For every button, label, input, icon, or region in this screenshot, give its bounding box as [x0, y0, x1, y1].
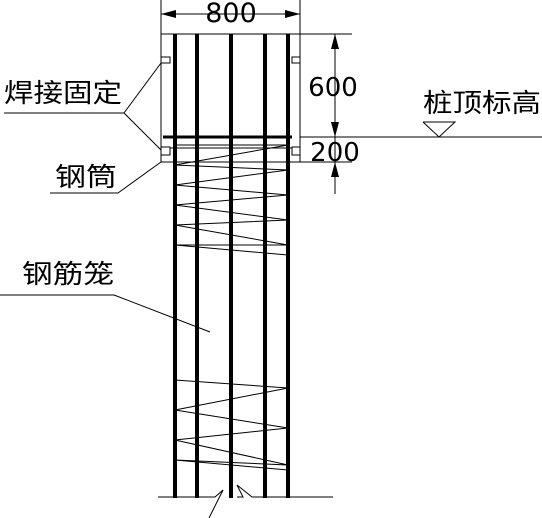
- width-arrow-left: [161, 10, 176, 18]
- rebar-cage-leader: [113, 294, 211, 333]
- dim-arrow-mid-up: [331, 122, 339, 137]
- weld-plate-left-bottom: [160, 146, 171, 156]
- break-left: [158, 489, 224, 518]
- rebar-cage-label: 钢筋笼: [22, 260, 114, 290]
- rebar-cage-callout: 钢筋笼: [0, 260, 211, 333]
- height-dimensions: 600 200: [300, 33, 360, 194]
- weld-plate-right-top: [291, 56, 301, 64]
- width-dim-text: 800: [205, 0, 257, 29]
- upper-height-text: 600: [308, 73, 358, 103]
- dim-arrow-mid-down: [331, 162, 339, 177]
- pile-top-elevation-label: 桩顶标高: [423, 89, 541, 119]
- spiral-hoop-upper: [174, 144, 289, 256]
- vertical-rebars: [173, 34, 290, 498]
- weld-fix-leader-1: [123, 62, 162, 114]
- weld-plate-right-bottom: [291, 146, 301, 156]
- weld-fix-leader-2: [123, 112, 162, 151]
- weld-fix-label: 焊接固定: [4, 79, 122, 109]
- dim-arrow-top: [331, 34, 339, 49]
- width-dimension: 800: [160, 0, 301, 34]
- break-right: [236, 484, 333, 498]
- lower-height-text: 200: [310, 138, 360, 168]
- break-line: [158, 484, 333, 518]
- steel-tube-label: 钢筒: [55, 163, 117, 193]
- width-arrow-right: [285, 10, 300, 18]
- steel-tube-leader: [117, 161, 162, 194]
- steel-tube-callout: 钢筒: [50, 161, 162, 194]
- spiral-hoop-lower: [174, 379, 289, 471]
- elevation-symbol: [422, 121, 457, 138]
- weld-plate-left-top: [160, 56, 171, 64]
- pile-top-callout: 桩顶标高: [422, 89, 541, 138]
- weld-fix-callout: 焊接固定: [4, 62, 162, 151]
